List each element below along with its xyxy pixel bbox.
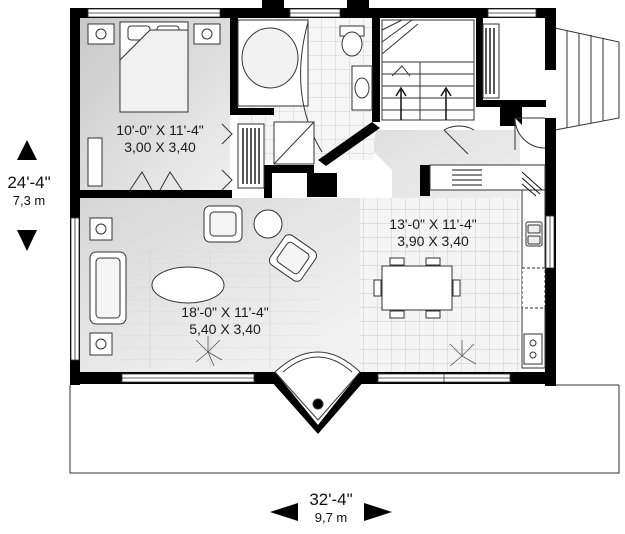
kitchen-fixtures: [373, 164, 546, 369]
coffee-table: [151, 266, 225, 304]
stair-arrow-left: [395, 86, 407, 120]
arrow-down-icon: [17, 230, 37, 251]
refrigerator: [521, 267, 546, 309]
hall-closet: [482, 23, 500, 99]
arrow-left-icon: [270, 503, 298, 521]
kitchen-label: 13'-0" X 11'-4" 3,90 X 3,40: [368, 216, 498, 250]
range-hood: [452, 169, 543, 197]
stove: [523, 333, 543, 365]
bedroom-dims-metric: 3,00 X 3,40: [124, 139, 196, 155]
bedroom-dims-imperial: 10'-0" X 11'-4": [116, 122, 204, 138]
toilet: [341, 31, 363, 57]
width-metric: 9,7 m: [314, 510, 348, 525]
arrow-up-icon: [17, 140, 37, 160]
living-dims-metric: 5,40 X 3,40: [189, 321, 261, 337]
arrow-right-icon: [364, 503, 392, 521]
interior-walls: [80, 18, 546, 198]
depth-imperial: 24'-4": [7, 173, 51, 192]
bathroom-fixtures: [237, 19, 373, 165]
bedroom-closet: [221, 123, 265, 191]
width-dimension: 32'-4" 9,7 m: [296, 490, 366, 526]
closet-doors: [129, 171, 183, 191]
bedroom-furniture: [87, 21, 221, 191]
depth-dimension: 24'-4" 7,3 m: [0, 173, 58, 209]
dresser: [87, 137, 103, 187]
deck-outline: [69, 384, 620, 474]
depth-metric: 7,3 m: [12, 193, 46, 208]
stair-arrow-right: [440, 86, 452, 120]
windows: [70, 8, 555, 383]
width-imperial: 32'-4": [309, 490, 353, 509]
living-dims-imperial: 18'-0" X 11'-4": [181, 304, 269, 320]
dining-chairs: [373, 257, 461, 319]
plant-living: [195, 336, 223, 367]
bedroom-label: 10'-0" X 11'-4" 3,00 X 3,40: [100, 122, 220, 156]
stair-floor: [380, 18, 476, 123]
kitchen-dims-metric: 3,90 X 3,40: [397, 233, 469, 249]
side-table-round: [253, 209, 283, 239]
living-furniture: [89, 205, 318, 367]
plant-kitchen: [449, 340, 477, 367]
doors: [443, 117, 546, 155]
living-label: 18'-0" X 11'-4" 5,40 X 3,40: [160, 304, 290, 338]
bay-window: [274, 351, 361, 421]
dimension-arrows: [17, 140, 392, 521]
staircase: [381, 19, 475, 121]
stair-door: [443, 125, 475, 155]
exterior-stairs: [554, 27, 620, 131]
kitchen-dims-imperial: 13'-0" X 11'-4": [389, 216, 477, 232]
dining-table: [381, 265, 453, 311]
